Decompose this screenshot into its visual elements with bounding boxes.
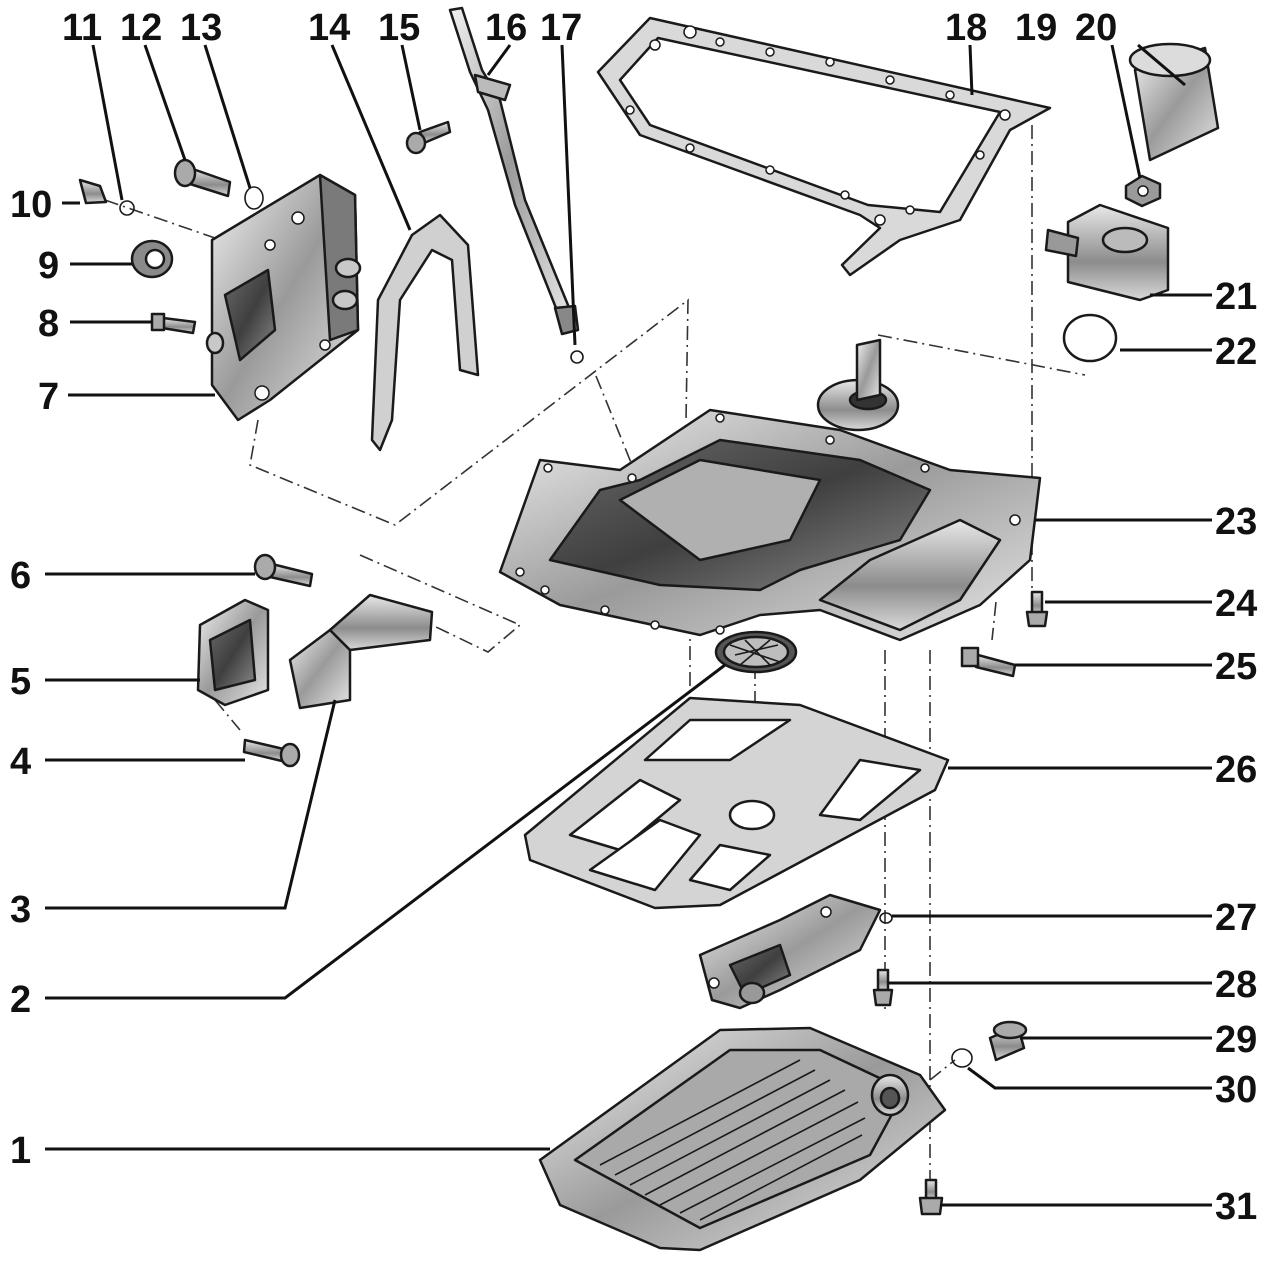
bolt-4 xyxy=(242,738,301,768)
filter-nut xyxy=(1124,174,1162,208)
callout-7: 7 xyxy=(38,376,59,418)
callout-labels: 1 2 3 4 5 6 7 8 9 10 11 12 13 14 15 16 1… xyxy=(10,7,1257,1228)
callout-28: 28 xyxy=(1215,964,1257,1006)
callout-15: 15 xyxy=(378,7,420,49)
oil-filter xyxy=(1128,42,1220,162)
upper-oil-pan xyxy=(498,338,1042,642)
o-ring-27 xyxy=(879,912,893,924)
bolt-28 xyxy=(872,968,894,1007)
o-ring-11 xyxy=(119,200,135,216)
gasket-holes xyxy=(625,25,1011,226)
seal-ring-22 xyxy=(1062,313,1118,363)
callout-8: 8 xyxy=(38,303,59,345)
cover-5 xyxy=(196,598,270,707)
callout-27: 27 xyxy=(1215,897,1257,939)
front-cover-gasket xyxy=(370,213,480,452)
oil-pump-27 xyxy=(698,893,882,1010)
drain-plug-29 xyxy=(988,1020,1028,1062)
oil-pump-housing-3 xyxy=(288,593,434,710)
callout-25: 25 xyxy=(1215,646,1257,688)
callout-29: 29 xyxy=(1215,1019,1257,1061)
baffle-gasket xyxy=(523,696,950,910)
bolt-12 xyxy=(173,158,232,198)
callout-19: 19 xyxy=(1015,7,1057,49)
callout-16: 16 xyxy=(485,7,527,49)
dipstick-o-ring xyxy=(570,350,584,364)
callout-3: 3 xyxy=(10,889,31,931)
callout-21: 21 xyxy=(1215,276,1257,318)
callout-23: 23 xyxy=(1215,501,1257,543)
lower-oil-pan xyxy=(538,1026,947,1252)
seal-9 xyxy=(130,239,174,279)
oil-cooler xyxy=(1044,203,1170,302)
oil-strainer xyxy=(714,630,798,674)
callout-18: 18 xyxy=(945,7,987,49)
callout-5: 5 xyxy=(10,661,31,703)
callout-1: 1 xyxy=(10,1130,31,1172)
callout-9: 9 xyxy=(38,245,59,287)
front-cover-housing xyxy=(205,173,362,422)
bolt-8 xyxy=(150,312,197,335)
callout-31: 31 xyxy=(1215,1186,1257,1228)
callout-14: 14 xyxy=(308,7,350,49)
washer-30 xyxy=(951,1048,973,1068)
callout-4: 4 xyxy=(10,741,31,783)
plug-10 xyxy=(78,178,108,205)
callout-22: 22 xyxy=(1215,331,1257,373)
bolt-25 xyxy=(960,646,1017,678)
callout-12: 12 xyxy=(120,7,162,49)
bolt-24 xyxy=(1025,590,1049,628)
upper-oil-pan-gasket xyxy=(596,16,1052,277)
callout-11: 11 xyxy=(62,7,102,49)
callout-20: 20 xyxy=(1075,7,1117,49)
callout-17: 17 xyxy=(540,7,582,49)
callout-30: 30 xyxy=(1215,1069,1257,1111)
callout-2: 2 xyxy=(10,979,31,1021)
callout-10: 10 xyxy=(10,184,52,226)
pan-bolt-holes xyxy=(515,413,1021,635)
callout-13: 13 xyxy=(180,7,222,49)
callout-6: 6 xyxy=(10,555,31,597)
o-ring-13 xyxy=(244,186,264,210)
bolt-31 xyxy=(918,1178,944,1216)
bolt-6 xyxy=(253,553,314,588)
callout-26: 26 xyxy=(1215,749,1257,791)
callout-leaders xyxy=(45,43,1212,1207)
bolt-15 xyxy=(405,120,452,155)
dipstick-tube xyxy=(448,6,584,364)
callout-24: 24 xyxy=(1215,583,1257,625)
